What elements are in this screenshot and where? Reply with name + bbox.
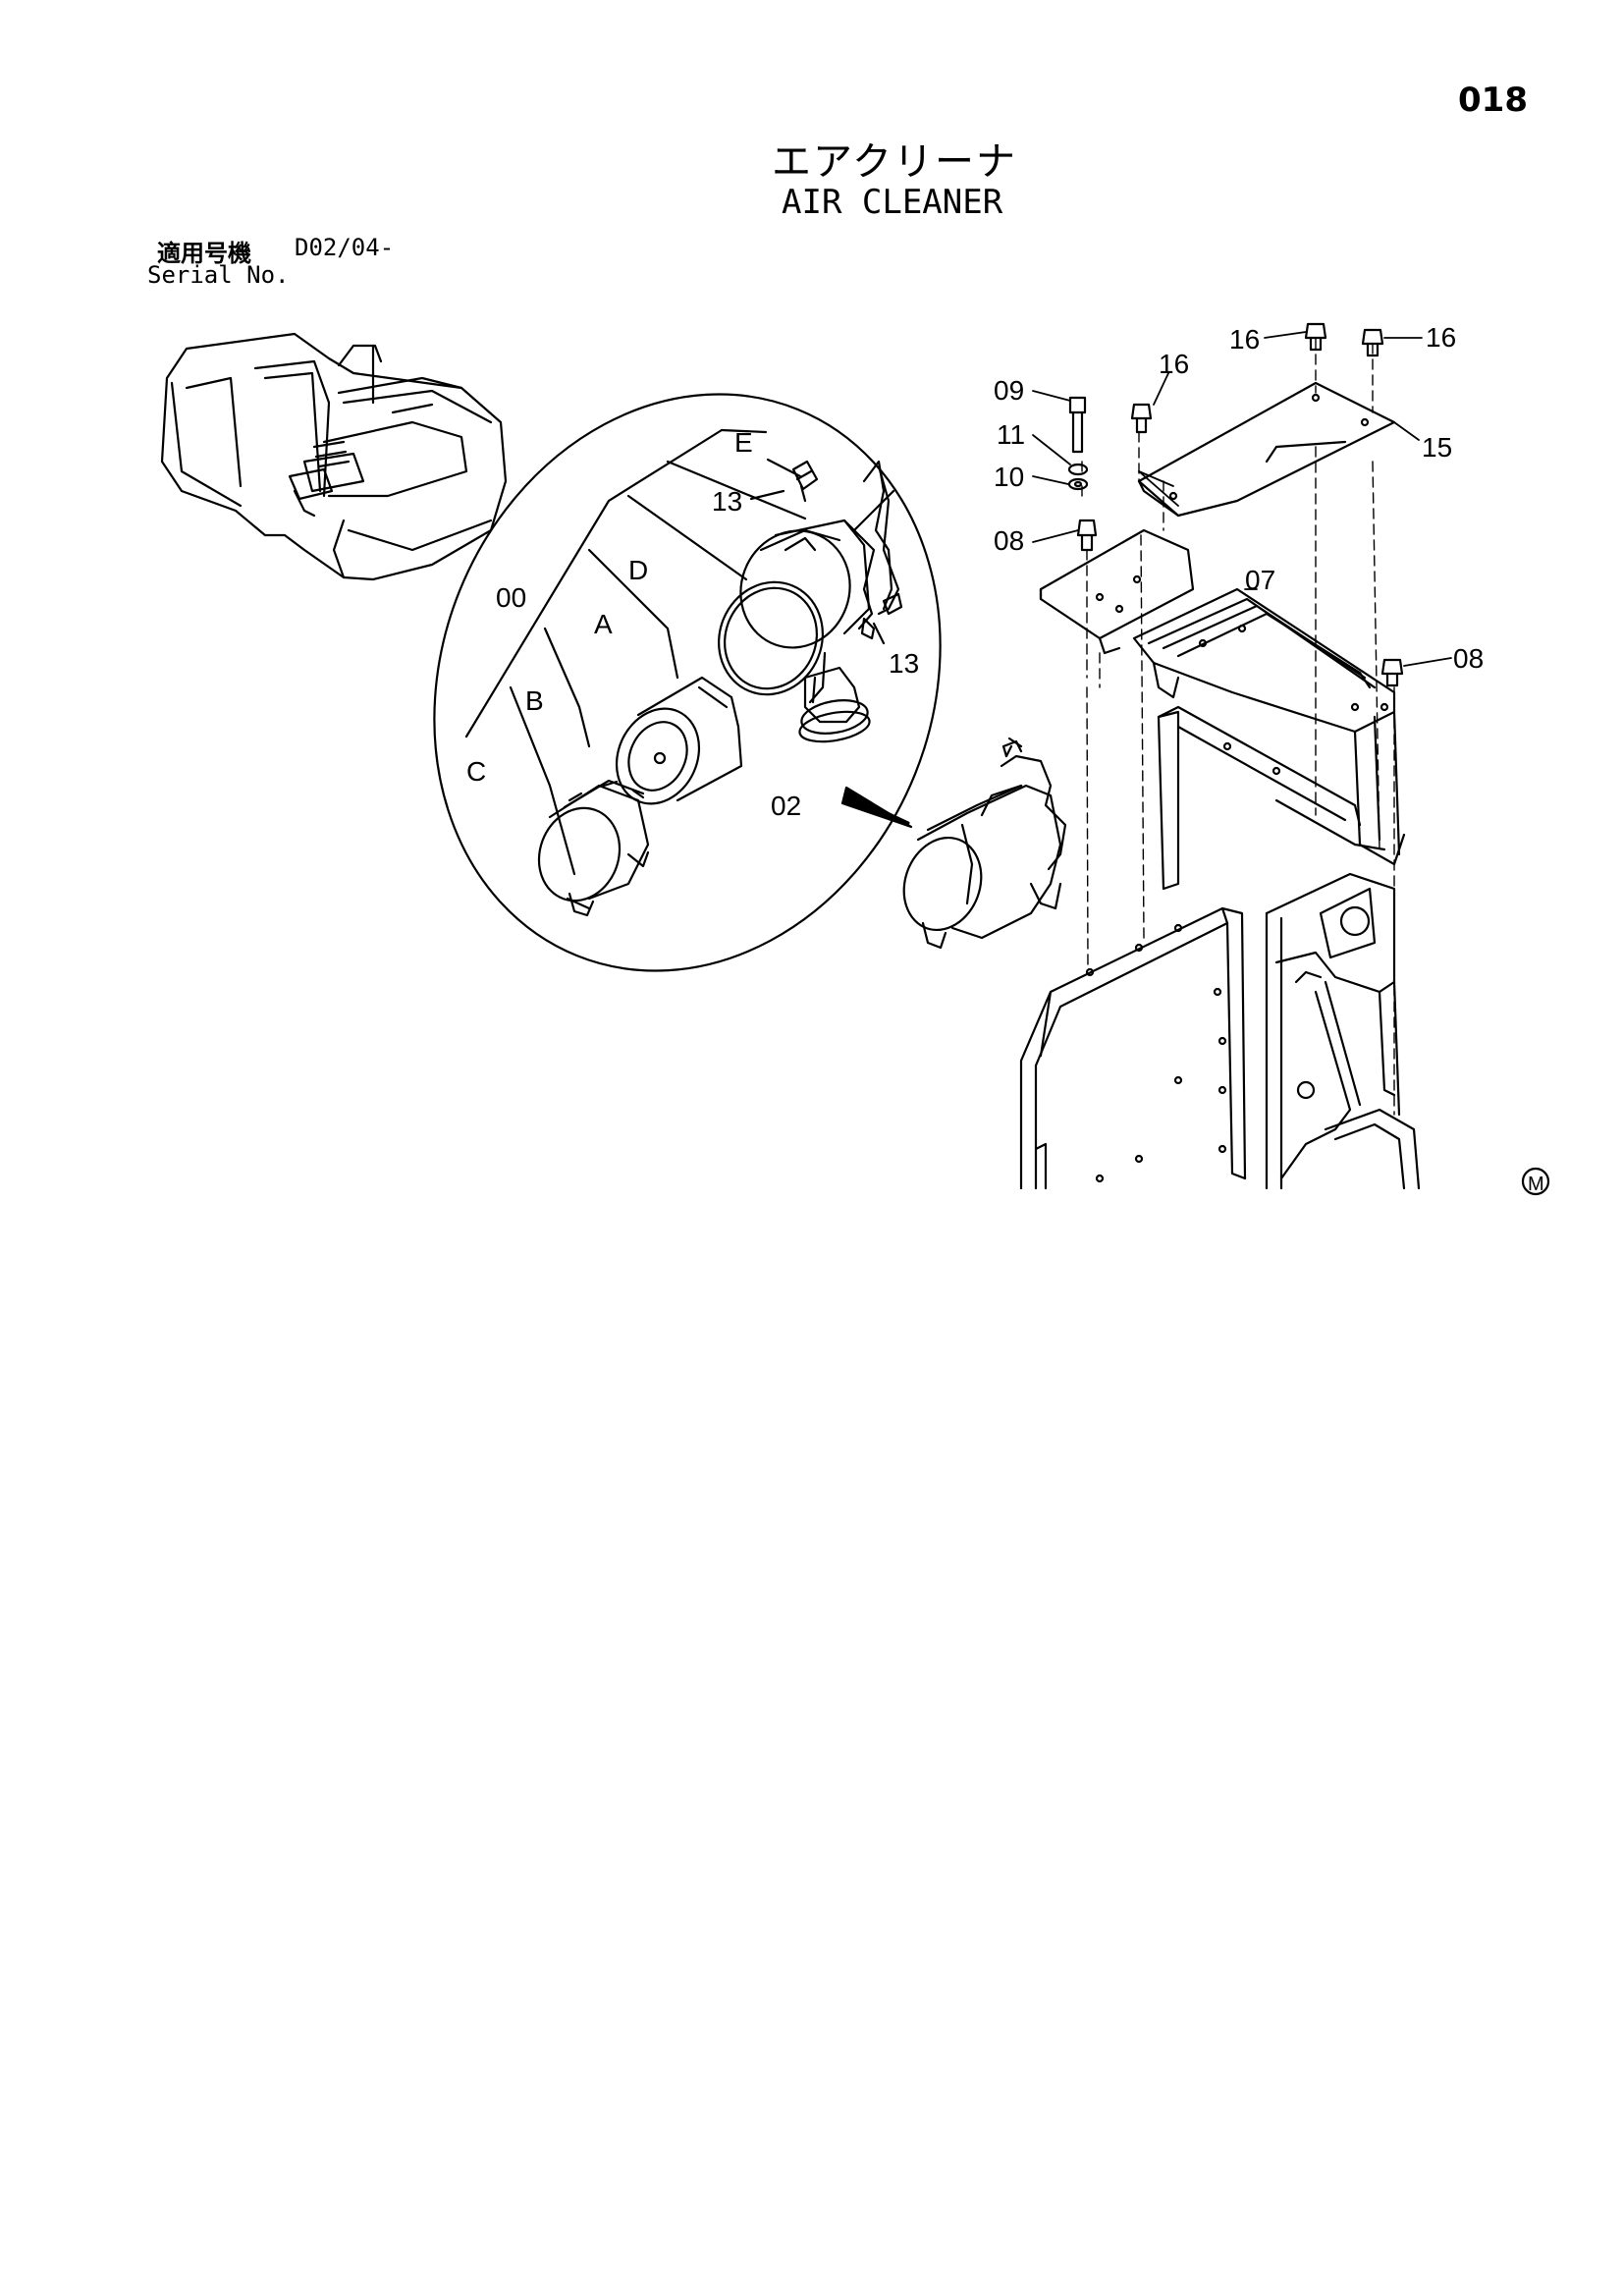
breather-hose	[860, 465, 903, 640]
model-mark: M	[1528, 1174, 1544, 1195]
label-08-right: 08	[1453, 643, 1484, 674]
label-02: 02	[771, 791, 801, 821]
exploded-view-callout	[433, 393, 942, 972]
label-e: E	[734, 427, 753, 458]
label-d: D	[628, 555, 648, 585]
bolt-16-left	[1130, 403, 1153, 434]
washer-11	[1067, 463, 1089, 476]
page-title-japanese: エアクリーナ	[772, 139, 1017, 185]
label-09: 09	[994, 375, 1024, 406]
model-mark-circle	[1521, 1167, 1550, 1196]
part-e-fitting	[791, 460, 819, 503]
label-b: B	[525, 685, 544, 716]
bolt-08-right	[1380, 658, 1404, 687]
mounting-frame	[1019, 381, 1421, 1190]
part-d-ring	[718, 580, 824, 696]
callout-labels: E 13 D 00 A B C 13 02 09 11 10 08 16 16 …	[466, 322, 1544, 1195]
bolt-16-center	[1304, 322, 1327, 352]
label-10: 10	[994, 462, 1024, 492]
part-a-filter-element	[615, 676, 743, 805]
label-07: 07	[1245, 565, 1275, 595]
page-title-english: AIR CLEANER	[782, 183, 1003, 222]
label-00: 00	[496, 582, 526, 613]
bolt-09	[1068, 396, 1087, 454]
label-11: 11	[997, 419, 1025, 450]
air-cleaner-assembled	[902, 737, 1067, 950]
part-02-valve	[798, 666, 871, 743]
label-16-center: 16	[1229, 324, 1260, 355]
serial-label-english: Serial No.	[147, 261, 290, 289]
washer-10	[1067, 477, 1089, 491]
label-a: A	[594, 609, 613, 639]
bolt-16-right	[1361, 328, 1384, 357]
bolt-08-left	[1076, 519, 1098, 552]
serial-value: D02/04-	[295, 234, 395, 261]
part-b-filter-housing	[537, 779, 650, 917]
label-15: 15	[1422, 432, 1452, 463]
label-c: C	[466, 756, 486, 787]
callout-leader-lines	[1032, 331, 1452, 667]
label-16-left: 16	[1159, 349, 1189, 379]
label-13-top: 13	[712, 486, 742, 517]
label-16-right: 16	[1426, 322, 1456, 353]
label-13-right: 13	[889, 648, 919, 679]
page-number: 018	[1458, 81, 1528, 120]
intake-housing	[739, 460, 895, 649]
assembly-guide-lines	[1081, 338, 1395, 1116]
serial-label-japanese: 適用号機	[157, 240, 251, 267]
excavator-thumbnail	[160, 332, 508, 581]
label-08-left: 08	[994, 525, 1024, 556]
